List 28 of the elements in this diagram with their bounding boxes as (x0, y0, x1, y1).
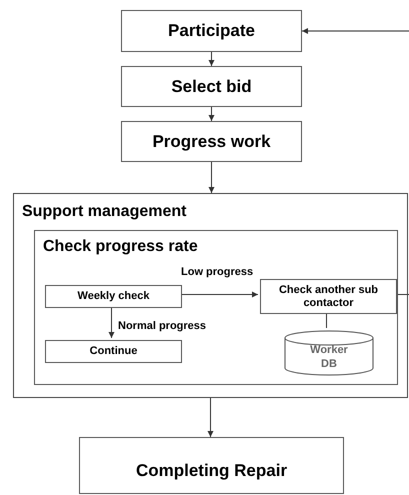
box-label: Select bid (171, 76, 252, 98)
process-box (121, 66, 302, 107)
arrow (208, 162, 214, 194)
edge-label: Normal progress (117, 318, 208, 334)
edge-label: Low progress (180, 264, 254, 280)
arrow (208, 52, 214, 66)
box-label: Continue (90, 344, 138, 360)
group-title: Support management (22, 203, 186, 220)
process-box (79, 437, 344, 494)
connector-line (326, 312, 327, 328)
group-title: Check progress rate (43, 238, 198, 255)
box-label: Check another sub contactor (278, 284, 380, 310)
process-box (260, 279, 397, 314)
arrow (208, 398, 214, 438)
box-label: Progress work (152, 130, 271, 153)
arrow (108, 306, 114, 338)
box-label: Weekly check (78, 289, 150, 304)
box-label: Completing Repair (136, 460, 288, 482)
process-box (121, 10, 302, 52)
box-label: Participate (168, 20, 255, 42)
group-box (13, 193, 408, 398)
process-box (121, 121, 302, 162)
arrow (302, 28, 409, 34)
database-label: Worker DB (309, 343, 349, 371)
process-box (45, 340, 182, 363)
process-box (45, 285, 182, 308)
group-box (34, 230, 398, 385)
arrow (208, 106, 214, 122)
